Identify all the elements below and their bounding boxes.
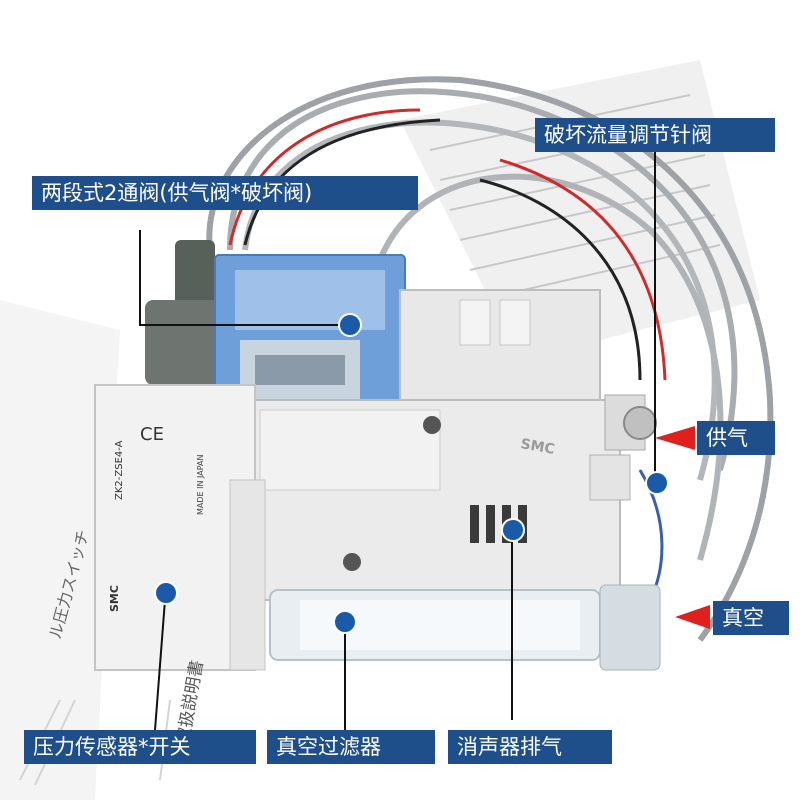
- sensor-marker: [154, 581, 178, 605]
- callout-markers: [154, 313, 669, 634]
- label-vacuum-filter: 真空过滤器: [267, 730, 435, 764]
- vacuum-pointer-arrow: [675, 605, 710, 629]
- sensor-brand-mark: SMC: [108, 585, 121, 612]
- label-supply: 供气: [697, 421, 775, 455]
- valve-marker: [338, 313, 362, 337]
- label-two-stage-valve: 两段式2通阀(供气阀*破坏阀): [32, 176, 418, 210]
- leader-lines: [139, 152, 656, 731]
- supply-pointer-arrow: [655, 426, 695, 450]
- silencer-marker: [501, 518, 525, 542]
- made-in-label: MADE IN JAPAN: [196, 455, 205, 515]
- label-vacuum: 真空: [713, 601, 789, 635]
- cable-bundle: [206, 76, 774, 642]
- label-pressure-sensor-switch: 压力传感器*开关: [24, 730, 256, 764]
- label-release-needle-valve: 破坏流量调节针阀: [535, 118, 775, 152]
- label-silencer-exhaust: 消声器排气: [448, 730, 612, 764]
- needle-valve-marker: [645, 471, 669, 495]
- ce-mark: CE: [140, 424, 164, 445]
- body-brand-mark: SMC: [519, 436, 556, 458]
- sensor-model-label: ZK2-ZSE4-A: [114, 440, 125, 500]
- filter-marker: [333, 610, 357, 634]
